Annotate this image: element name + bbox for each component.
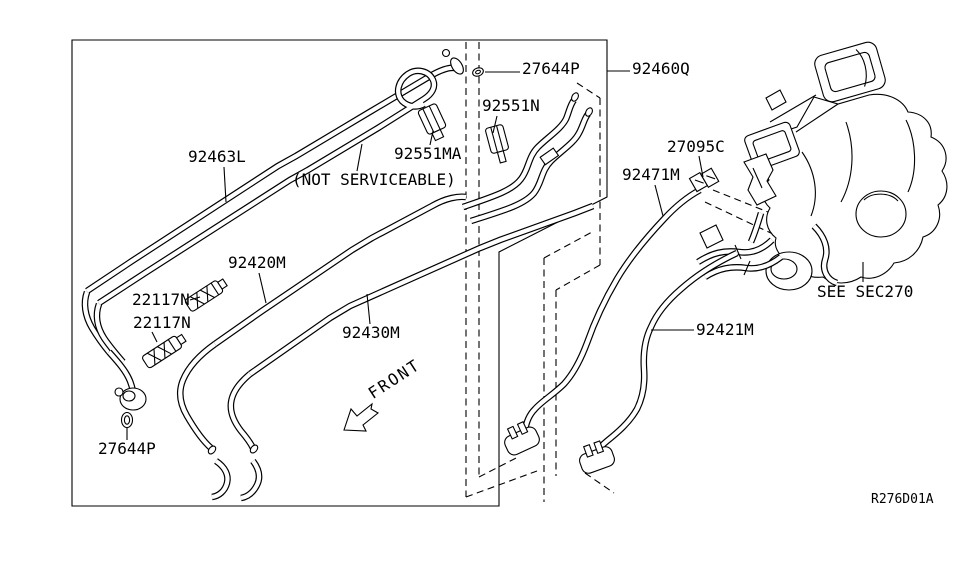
diagram-ref-code: R276D01A	[871, 492, 934, 507]
flange-end-right	[579, 440, 615, 474]
unit-hoses	[698, 213, 837, 283]
pipe-92471M	[525, 190, 700, 431]
clip-22117N-b-part	[142, 333, 187, 369]
clamp-27095C-part	[688, 167, 720, 193]
clip-92551MA-part	[417, 103, 447, 142]
pipe-92421M	[598, 253, 737, 452]
callout-22117n-b: 22117N	[133, 313, 191, 332]
leader-lines	[126, 70, 864, 440]
callout-27644p-top: 27644P	[522, 59, 580, 78]
callout-92551n: 92551N	[482, 96, 540, 115]
clip-92551N-part	[485, 124, 509, 164]
oring-top-part	[472, 67, 484, 77]
oring-bottom-part	[120, 411, 134, 429]
dashed-boundaries	[465, 42, 789, 502]
heater-unit-sec270	[699, 41, 948, 291]
pipe-92420M	[180, 197, 466, 497]
callout-27095c: 27095C	[667, 137, 725, 156]
callout-27644p-bottom: 27644P	[98, 439, 156, 458]
assembly-boundary-box	[71, 39, 608, 507]
note-not-serviceable: (NOT SERVICEABLE)	[292, 170, 456, 189]
callout-92430m: 92430M	[342, 323, 400, 342]
clip-22117N-a-part	[184, 278, 228, 312]
pipe-end-fittings	[114, 48, 464, 455]
front-direction-arrow	[343, 402, 379, 432]
top-duct	[814, 41, 886, 103]
callout-92420m: 92420M	[228, 253, 286, 272]
pipe-92430M	[231, 206, 593, 498]
callout-92421m: 92421M	[696, 320, 754, 339]
flange-end-left	[504, 421, 540, 456]
hoses-92460Q-group	[463, 92, 593, 221]
callout-92463l: 92463L	[188, 147, 246, 166]
note-see-sec270: SEE SEC270	[817, 282, 914, 301]
callout-92460q: 92460Q	[632, 59, 690, 78]
callout-92471m: 92471M	[622, 165, 680, 184]
callout-22117n-a: 22117N	[132, 290, 190, 309]
callout-92551ma: 92551MA	[394, 144, 462, 163]
